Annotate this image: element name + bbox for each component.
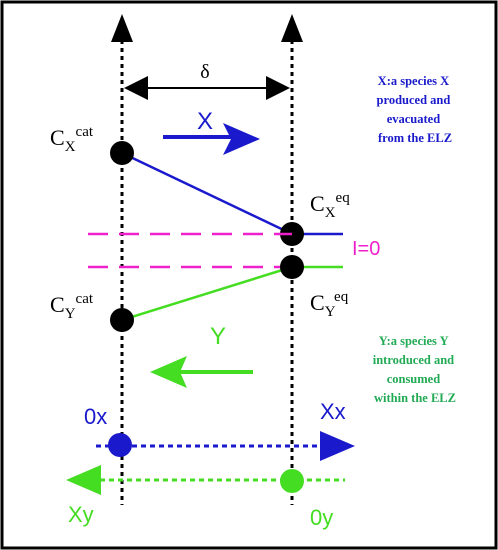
cx-eq-label: CXeq — [310, 190, 350, 221]
x-coordinate-arrowhead — [320, 431, 355, 461]
left-boundary-arrowhead — [111, 14, 133, 42]
y-end-label: Xy — [68, 502, 94, 527]
x-concentration-profile — [121, 151, 293, 236]
x-end-label: Xx — [320, 399, 346, 424]
current-zero-label: I=0 — [352, 238, 380, 260]
delta-label: δ — [200, 61, 209, 83]
delta-arrowhead-right — [266, 76, 290, 100]
y-origin-point — [280, 469, 304, 493]
note-x-species: X:a species X produced and evacuated fro… — [377, 74, 454, 145]
x-origin-label: 0x — [84, 404, 107, 429]
y-concentration-profile — [121, 265, 293, 322]
note-y-species: Y:a species Y introduced and consumed wi… — [373, 334, 458, 405]
y-flux-label: Y — [210, 323, 226, 350]
cy-cat-point — [110, 308, 134, 332]
cx-cat-label: CXcat — [50, 124, 94, 155]
cy-eq-label: CYeq — [310, 289, 349, 320]
cy-eq-point — [280, 255, 304, 279]
x-flux-label: X — [197, 108, 213, 135]
y-coordinate-arrowhead — [66, 465, 101, 495]
x-flux-arrowhead — [223, 123, 260, 155]
y-origin-label: 0y — [310, 505, 333, 530]
delta-arrowhead-left — [124, 76, 148, 100]
x-origin-point — [108, 433, 132, 457]
right-boundary-arrowhead — [281, 14, 303, 42]
y-flux-arrowhead — [150, 356, 187, 388]
cy-cat-label: CYcat — [50, 291, 94, 322]
cx-cat-point — [110, 141, 134, 165]
